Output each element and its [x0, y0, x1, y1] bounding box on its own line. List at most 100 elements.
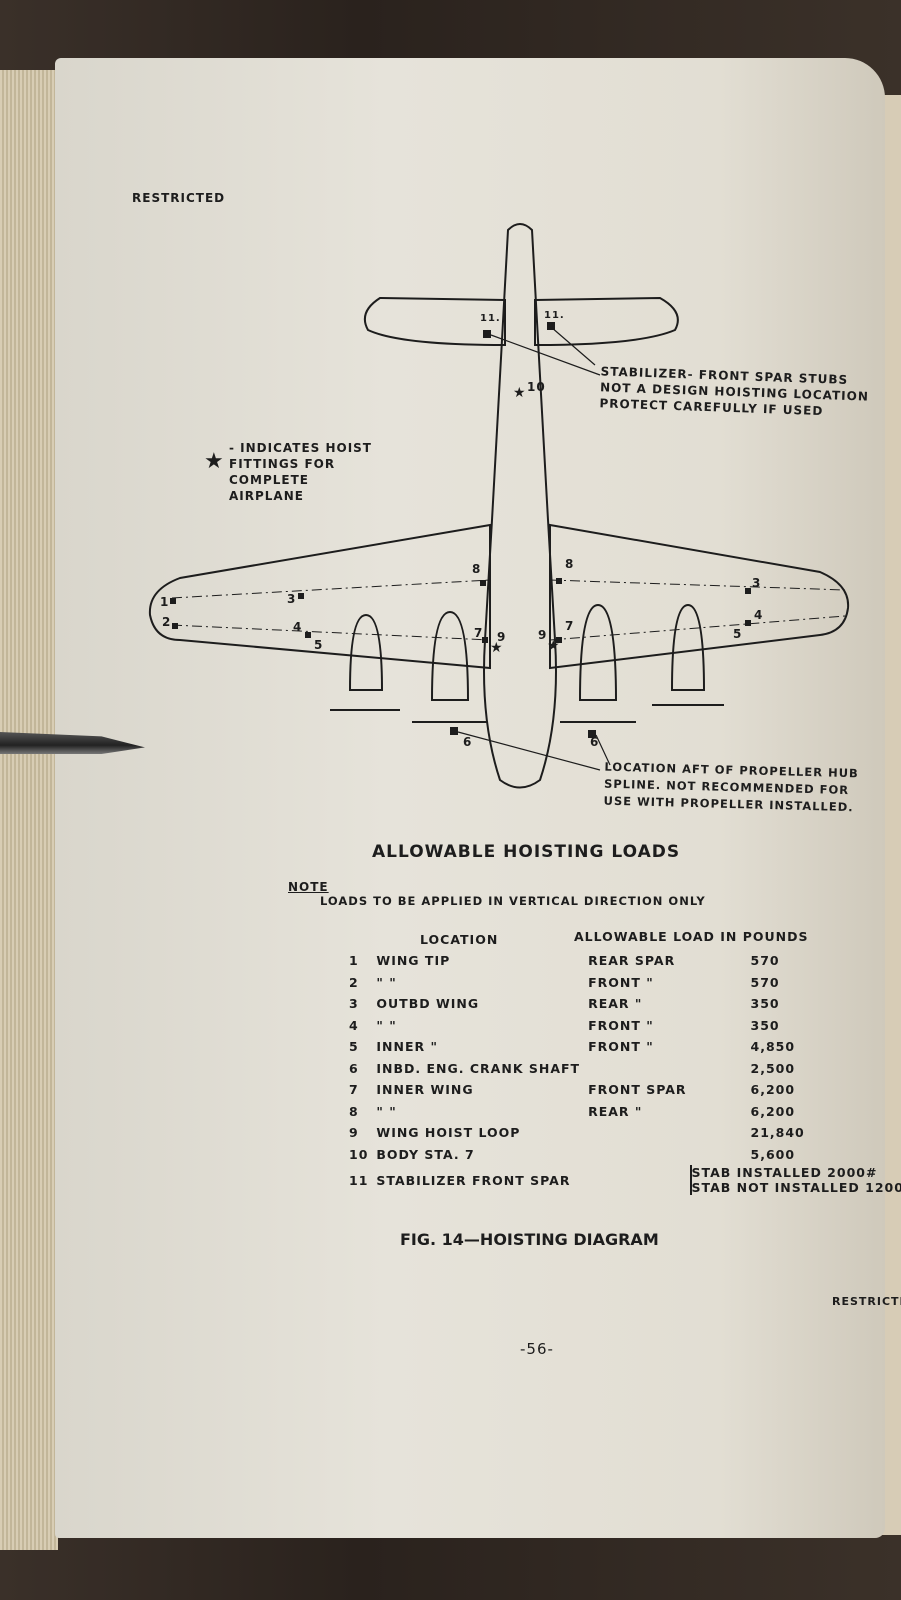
point-label: 3 [287, 592, 297, 606]
row-number: 7 [349, 1082, 359, 1098]
row-number: 3 [349, 996, 359, 1012]
rear-spar-line [171, 579, 846, 599]
left-wing [148, 523, 491, 670]
point-label: 5 [314, 638, 324, 652]
spar-cell [584, 1144, 690, 1166]
location-cell: " " [376, 1103, 397, 1119]
restricted-footer: RESTRICTED [832, 1295, 901, 1308]
load-cell: 350 [750, 1017, 780, 1033]
location-cell: OUTBD WING [376, 996, 480, 1012]
engines [330, 603, 724, 723]
spar-cell: REAR SPAR [588, 953, 676, 969]
point-label: 6 [463, 735, 473, 749]
row-number: 10 [349, 1146, 369, 1162]
location-cell: INBD. ENG. CRANK SHAFT [376, 1060, 581, 1076]
point-label: 6 [590, 735, 600, 749]
row-number: 2 [349, 974, 359, 990]
location-cell: WING TIP [376, 953, 451, 969]
row-number: 5 [349, 1039, 359, 1055]
point-label: 8 [565, 557, 575, 571]
section-title: ALLOWABLE HOISTING LOADS [372, 842, 681, 862]
table-row: 1 WING TIP REAR SPAR 570 [345, 950, 901, 972]
load-cell: 5,600 [750, 1146, 796, 1162]
spar-cell: FRONT " [588, 1039, 654, 1055]
restricted-header: RESTRICTED [132, 191, 226, 205]
right-wing [549, 523, 850, 670]
page-number: -56- [520, 1340, 554, 1358]
location-cell: WING HOIST LOOP [376, 1125, 521, 1141]
location-cell: " " [376, 974, 397, 990]
row-number: 9 [349, 1125, 359, 1141]
row-number: 11 [349, 1172, 369, 1188]
row-number: 6 [349, 1060, 359, 1076]
fuselage [483, 223, 557, 789]
load-cell: 570 [750, 953, 780, 969]
hoist-point-markers: ★ ★ ★ ★ [170, 322, 751, 738]
svg-text:★: ★ [204, 449, 224, 474]
front-spar-line [171, 615, 846, 641]
load-installed: STAB INSTALLED 2000# [691, 1165, 878, 1180]
column-header-load: ALLOWABLE LOAD IN POUNDS [574, 929, 809, 944]
location-cell: " " [376, 1017, 397, 1033]
leader-lines [457, 326, 611, 771]
table-row: 6 INBD. ENG. CRANK SHAFT 2,500 [345, 1058, 901, 1080]
svg-text:★: ★ [490, 640, 503, 656]
load-cell: 6,200 [750, 1103, 796, 1119]
table-row: 7 INNER WING FRONT SPAR 6,200 [345, 1079, 901, 1101]
column-header-location: LOCATION [420, 932, 499, 947]
load-cell: 4,850 [750, 1039, 796, 1055]
point-label: 2 [162, 615, 172, 629]
figure-caption: FIG. 14—HOISTING DIAGRAM [400, 1230, 659, 1249]
propeller-note: LOCATION AFT OF PROPELLER HUB SPLINE. NO… [603, 759, 859, 817]
table-row: 3 OUTBD WING REAR " 350 [345, 993, 901, 1015]
page-edges [0, 70, 58, 1550]
table-row: 10 BODY STA. 7 5,600 [345, 1144, 901, 1166]
spar-cell: FRONT " [588, 1017, 654, 1033]
spar-cell: REAR " [588, 996, 643, 1012]
point-label: 11. [480, 313, 501, 324]
point-label: 9 [538, 628, 548, 642]
point-label: 9 [497, 630, 507, 644]
point-label: 5 [733, 627, 743, 641]
spar-cell [584, 1058, 690, 1080]
point-label: 3 [752, 576, 762, 590]
svg-text:★: ★ [547, 638, 560, 654]
row-number: 8 [349, 1103, 359, 1119]
point-label: 8 [472, 562, 482, 576]
spar-cell [584, 1122, 690, 1144]
point-label: 11. [544, 310, 565, 321]
point-label: 7 [565, 619, 575, 633]
location-cell: INNER WING [376, 1082, 474, 1098]
table-row: 11 STABILIZER FRONT SPAR STAB INSTALLED 20… [345, 1165, 901, 1195]
load-cell: 350 [750, 996, 780, 1012]
spar-cell: FRONT " [588, 974, 654, 990]
load-cell: 570 [750, 974, 780, 990]
load-cell: 6,200 [750, 1082, 796, 1098]
row-number: 1 [349, 953, 359, 969]
horizontal-stabilizer [364, 296, 679, 347]
svg-text:★: ★ [513, 385, 526, 401]
table-row: 2 " " FRONT " 570 [345, 972, 901, 994]
location-cell: INNER " [376, 1039, 439, 1055]
location-cell: STABILIZER FRONT SPAR [376, 1172, 571, 1188]
hoisting-loads-table: 1 WING TIP REAR SPAR 570 2 " " FRONT " 570 3 OUTB… [345, 950, 901, 1195]
point-label: 4 [754, 608, 764, 622]
table-row: 8 " " REAR " 6,200 [345, 1101, 901, 1123]
spar-cell: FRONT SPAR [588, 1082, 687, 1098]
load-not-installed: STAB NOT INSTALLED 1200# [691, 1180, 901, 1195]
point-label: 10 [527, 380, 546, 394]
location-cell: BODY STA. 7 [376, 1146, 475, 1162]
point-label: 7 [474, 626, 484, 640]
point-label: 1 [160, 595, 170, 609]
manual-page [55, 58, 885, 1538]
point-label: 4 [293, 620, 303, 634]
hoist-fitting-legend: - INDICATES HOIST FITTINGS FOR COMPLETE … [229, 441, 372, 503]
stabilizer-note: STABILIZER- FRONT SPAR STUBS NOT A DESIG… [599, 363, 869, 420]
row-number: 4 [349, 1017, 359, 1033]
load-cell: 2,500 [750, 1060, 796, 1076]
table-row: 4 " " FRONT " 350 [345, 1015, 901, 1037]
load-cell: STAB INSTALLED 2000#STAB NOT INSTALLED 1… [689, 1165, 901, 1195]
spar-cell: REAR " [588, 1103, 643, 1119]
